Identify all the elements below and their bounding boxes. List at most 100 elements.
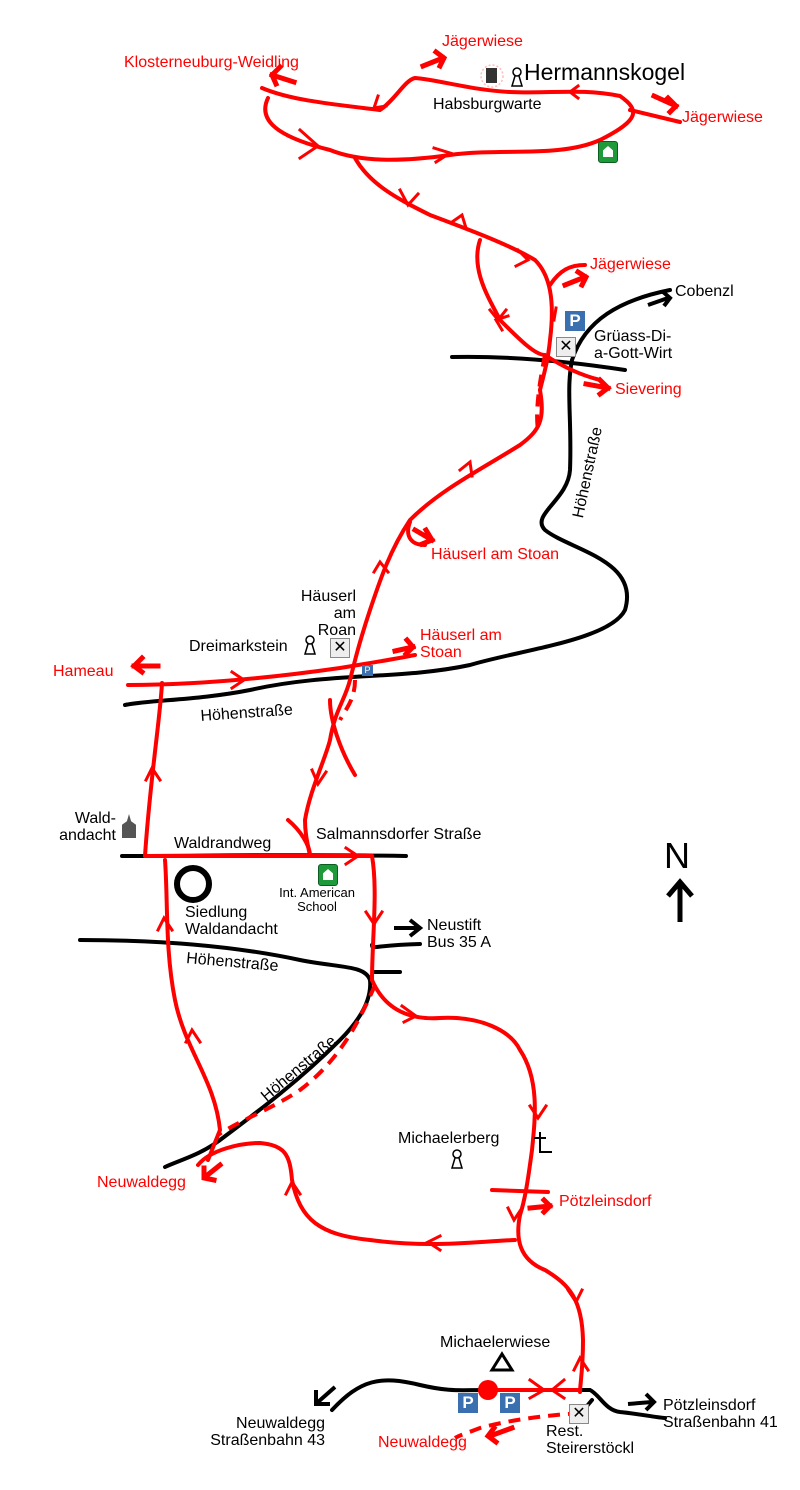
place-label-habsburgwarte: Habsburgwarte	[433, 96, 542, 113]
route-east-loop	[370, 978, 586, 1394]
destination-haeuserl-stoan-1: Häuserl am Stoan	[431, 546, 560, 563]
route-chevron	[363, 909, 385, 927]
route-dashed-top	[535, 354, 547, 431]
place-label-poetz-tram-1: Pötzleinsdorf	[663, 1397, 756, 1414]
route-jaeger-right	[628, 108, 682, 124]
place-label-neustift-1: Neustift	[427, 917, 482, 934]
route-poetz-spur	[490, 1188, 550, 1194]
route-west-up	[163, 858, 223, 1162]
place-label-neuwaldegg-tram-1: Neuwaldegg	[236, 1415, 325, 1432]
school-house-icon	[318, 864, 338, 886]
route-chevron	[527, 1377, 547, 1401]
route-chevron	[371, 94, 388, 110]
route-side-branch	[328, 698, 357, 777]
destination-poetzleinsdorf: Pötzleinsdorf	[559, 1193, 652, 1210]
start-point-icon	[478, 1380, 498, 1400]
route-chevron	[310, 768, 329, 788]
route-chevron	[432, 146, 454, 165]
parking-icon: P	[458, 1393, 478, 1413]
road-michaelerwiese	[330, 1378, 667, 1420]
place-label-siedlung-2: Waldandacht	[185, 921, 278, 938]
arrow-klosterneuburg-icon	[268, 63, 298, 88]
route-chevron	[343, 845, 361, 867]
destination-neuwaldegg-2: Neuwaldegg	[378, 1434, 467, 1451]
destination-neuwaldegg-1: Neuwaldegg	[97, 1174, 186, 1191]
route-neustift-down	[370, 854, 377, 982]
arrow-neuwaldegg-tram-icon	[314, 1385, 337, 1406]
place-label-steirer-2: Steirerstöckl	[546, 1440, 635, 1457]
route-chevron	[552, 306, 558, 322]
arrow-jaeger-mid-icon	[561, 268, 590, 289]
place-label-gruass-1: Grüass-Di-	[594, 328, 672, 345]
arrow-poetz-tram-icon	[627, 1392, 657, 1412]
route-chevron	[183, 1027, 203, 1045]
place-label-michaelerberg: Michaelerberg	[398, 1130, 500, 1147]
arrow-neustift-icon	[394, 918, 424, 938]
place-label-siedlung-1: Siedlung	[185, 904, 248, 921]
route-chevron	[143, 765, 163, 783]
destination-jaeger-top: Jägerwiese	[442, 33, 523, 50]
destination-hameau: Hameau	[53, 663, 114, 680]
route-chevron	[371, 559, 391, 575]
route-chevron	[397, 187, 421, 208]
viewpoint-dreimarkstein-icon	[303, 635, 317, 655]
parking-small-icon: P	[362, 665, 373, 676]
place-label-cobenzl: Cobenzl	[675, 283, 734, 300]
place-label-school-2: School	[297, 899, 337, 914]
arrow-hameau-icon	[130, 654, 161, 676]
route-chevron	[155, 915, 175, 933]
arrow-cobenzl-icon	[647, 289, 673, 308]
route-chevron	[567, 83, 581, 101]
route-chevron	[505, 1205, 525, 1223]
place-label-poetz-tram-2: Straßenbahn 41	[663, 1414, 778, 1431]
road-cobenzl	[123, 288, 672, 707]
route-chevron	[493, 314, 510, 333]
place-label-school-1: Int. American	[279, 885, 355, 900]
route-chevron	[283, 1179, 303, 1197]
viewpoint-hermannskogel-icon	[510, 67, 524, 87]
arrow-neuwaldegg2-icon	[484, 1424, 516, 1446]
route-dashed-hoehen	[216, 984, 377, 1137]
arrow-sievering-icon	[583, 376, 612, 398]
parking-icon: P	[565, 311, 585, 331]
arrow-haeuserl2-icon	[392, 636, 417, 658]
arrow-jaeger-top-icon	[419, 48, 448, 70]
place-label-steirer-1: Rest.	[546, 1423, 584, 1440]
place-label-dreimarkstein: Dreimarkstein	[189, 638, 288, 655]
destination-jaeger-mid: Jägerwiese	[590, 256, 671, 273]
route-chevron	[565, 1287, 585, 1305]
road-neustift-spur	[370, 942, 422, 950]
place-label-gruass-2: a-Gott-Wirt	[594, 345, 673, 362]
house-icon	[598, 141, 618, 163]
route-chevron	[425, 1233, 443, 1253]
place-label-haeuserl-roan-2: am	[333, 605, 356, 622]
route-chevron	[229, 669, 247, 691]
north-label: N	[664, 835, 690, 876]
route-chevron	[399, 1003, 419, 1025]
place-label-wald-2: andacht	[59, 827, 116, 844]
route-top-descend	[353, 156, 554, 392]
destination-haeuserl-stoan-2a: Häuserl am	[420, 627, 502, 644]
place-label-neustift-2: Bus 35 A	[427, 934, 492, 951]
route-dashed-cross	[338, 679, 357, 721]
route-return-loop	[196, 1140, 517, 1247]
route-chevron	[449, 212, 468, 230]
route-main-descend	[302, 388, 544, 858]
route-chevron	[527, 1103, 549, 1121]
route-chevron	[549, 1377, 567, 1401]
destination-klosterneuburg: Klosterneuburg-Weidling	[124, 54, 299, 71]
place-label-michaelerwiese: Michaelerwiese	[440, 1334, 551, 1351]
route-chevron	[297, 127, 321, 161]
route-chevron	[513, 247, 531, 269]
road-crossing-top	[450, 354, 627, 372]
route-chevron	[457, 459, 474, 478]
route-loop-mid	[475, 238, 602, 382]
parking-icon: P	[500, 1393, 520, 1413]
place-label-haeuserl-roan-1: Häuserl	[300, 588, 356, 605]
place-label-neuwaldegg-tram-2: Straßenbahn 43	[210, 1432, 325, 1449]
place-label-haeuserl-roan-3: Roan	[317, 622, 356, 639]
route-jaeger-mid	[548, 263, 587, 287]
arrow-poetz-icon	[527, 1196, 554, 1216]
north-arrow-icon	[666, 878, 694, 922]
